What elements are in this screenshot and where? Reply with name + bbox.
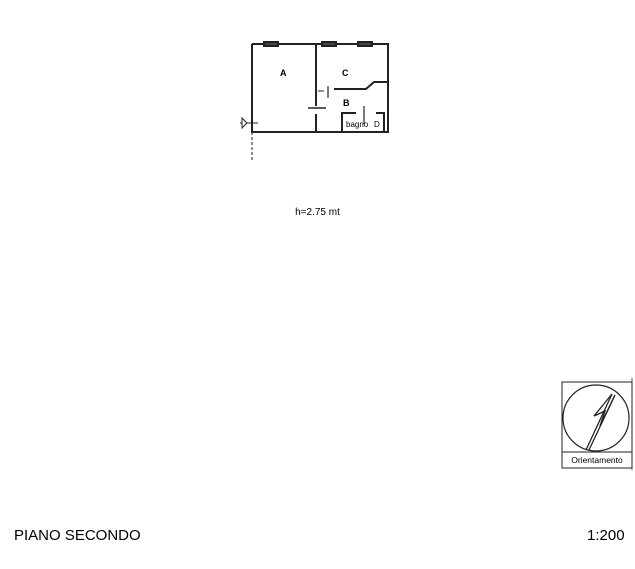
room-label-a: A bbox=[280, 68, 287, 78]
floor-title: PIANO SECONDO bbox=[14, 527, 141, 544]
orientation-compass: Orientamento bbox=[561, 378, 633, 470]
room-label-c: C bbox=[342, 68, 349, 78]
room-label-d: D bbox=[374, 120, 380, 129]
ceiling-height-note: h=2.75 mt bbox=[295, 207, 340, 218]
compass-circle bbox=[562, 384, 630, 452]
north-arrow-icon bbox=[585, 393, 616, 451]
floor-plan: A C B bagno D bbox=[240, 41, 389, 160]
room-label-b: B bbox=[343, 98, 350, 108]
compass-label: Orientamento bbox=[571, 455, 623, 465]
room-label-bagno: bagno bbox=[346, 120, 369, 129]
scale-label: 1:200 bbox=[587, 527, 625, 544]
